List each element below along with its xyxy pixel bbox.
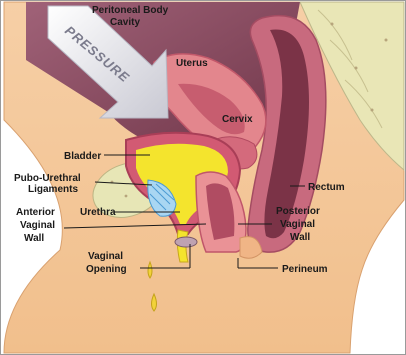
label-perineum: Perineum [282,264,328,275]
label-rectum: Rectum [308,182,345,193]
label-anterior-2: Vaginal [20,220,55,231]
label-posterior-2: Vaginal [280,219,315,230]
label-opening-2: Opening [86,264,127,275]
label-peritoneal-2: Cavity [110,17,140,28]
vaginal-opening [175,237,197,247]
label-pubo-2: Ligaments [28,184,78,195]
label-anterior-3: Wall [24,233,44,244]
label-urethra: Urethra [80,207,116,218]
label-pubo-1: Pubo-Urethral [14,173,81,184]
label-uterus: Uterus [176,58,208,69]
label-posterior-3: Wall [290,232,310,243]
label-peritoneal-1: Peritoneal Body [92,5,169,16]
label-anterior-1: Anterior [16,207,55,218]
label-opening-1: Vaginal [88,251,123,262]
label-bladder: Bladder [64,151,101,162]
label-posterior-1: Posterior [276,206,320,217]
label-cervix: Cervix [222,114,253,125]
